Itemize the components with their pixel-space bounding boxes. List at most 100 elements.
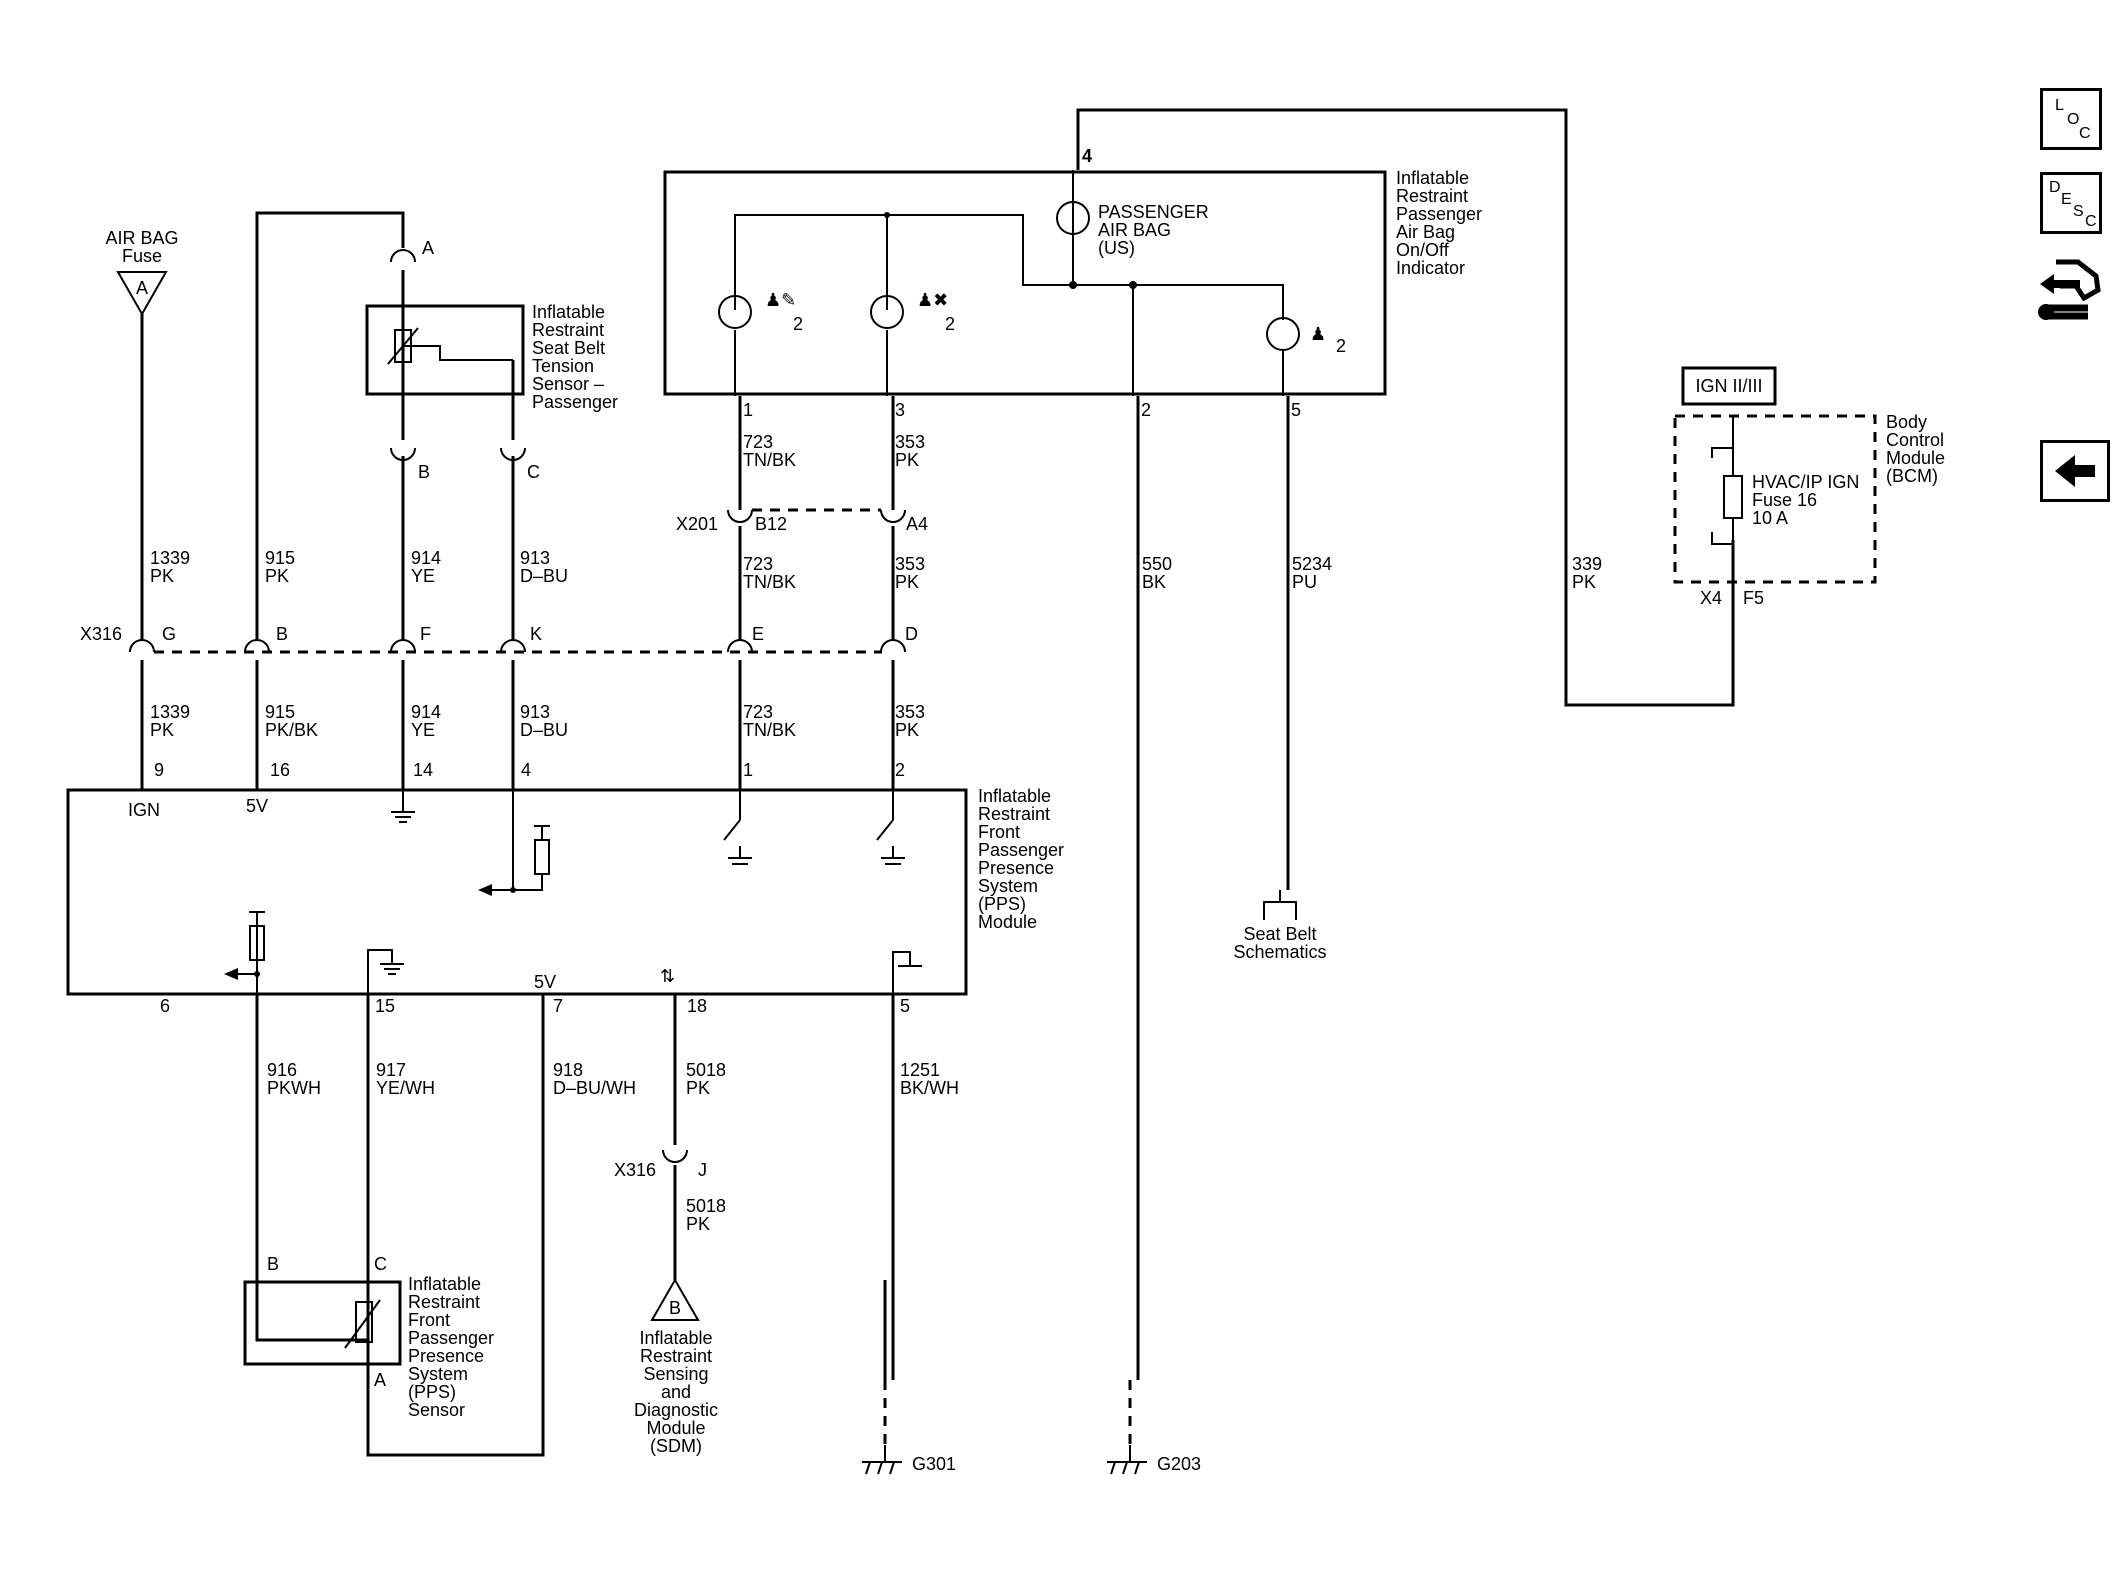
- tension-l1: Inflatable: [532, 302, 605, 322]
- svg-text:C: C: [374, 1254, 387, 1274]
- svg-text:J: J: [698, 1160, 707, 1180]
- svg-text:PKWH: PKWH: [267, 1078, 321, 1098]
- connector-x201: X201 B12 A4: [676, 508, 928, 534]
- sub-2b: 2: [945, 314, 955, 334]
- svg-text:Front: Front: [408, 1310, 450, 1330]
- bcm: IGN II/III Body Control Module (BCM) HVA…: [1673, 366, 1945, 608]
- svg-text:PK: PK: [895, 572, 919, 592]
- x201-pin-2: A4: [906, 514, 928, 534]
- svg-text:913: 913: [520, 548, 550, 568]
- svg-text:System: System: [978, 876, 1038, 896]
- svg-text:TN/BK: TN/BK: [743, 572, 796, 592]
- indicator-pin-3: 3: [895, 400, 905, 420]
- svg-text:TN/BK: TN/BK: [743, 720, 796, 740]
- 5v-label: 5V: [534, 972, 556, 992]
- pin-b-label: B: [418, 462, 430, 482]
- loc-l: L: [2055, 97, 2064, 114]
- svg-text:Module: Module: [978, 912, 1037, 932]
- lamp-label-1: PASSENGER: [1098, 202, 1209, 222]
- svg-text:16: 16: [270, 760, 290, 780]
- svg-text:914: 914: [411, 548, 441, 568]
- x201-name: X201: [676, 514, 718, 534]
- back-arrow-icon: [2055, 455, 2095, 487]
- svg-text:B: B: [267, 1254, 279, 1274]
- svg-text:5018: 5018: [686, 1196, 726, 1216]
- connector-x316-lower: X316 J 5018 PK: [614, 1149, 726, 1234]
- lamp-label-2: AIR BAG: [1098, 220, 1171, 240]
- air-bag-fuse: AIR BAG Fuse A: [105, 228, 179, 317]
- svg-text:PK: PK: [686, 1214, 710, 1234]
- svg-text:PK/BK: PK/BK: [265, 720, 318, 740]
- svg-text:913: 913: [520, 702, 550, 722]
- wire-num: 353: [895, 432, 925, 452]
- seatbelt-schematics-ref: Seat Belt Schematics: [1233, 890, 1327, 962]
- svg-text:BK/WH: BK/WH: [900, 1078, 959, 1098]
- lamp-label-3: (US): [1098, 238, 1135, 258]
- svg-text:339: 339: [1572, 554, 1602, 574]
- loc-o: O: [2067, 111, 2080, 128]
- svg-text:K: K: [530, 624, 542, 644]
- passenger-air-bag-indicator: 4 Inflatable Restraint Passenger Air Bag…: [663, 146, 1482, 420]
- svg-text:F5: F5: [1743, 588, 1764, 608]
- svg-text:A: A: [374, 1370, 386, 1390]
- svg-text:1251: 1251: [900, 1060, 940, 1080]
- svg-text:6: 6: [160, 996, 170, 1016]
- svg-text:PK: PK: [895, 720, 919, 740]
- svg-text:Inflatable: Inflatable: [978, 786, 1051, 806]
- x201-pin-1: B12: [755, 514, 787, 534]
- description-button[interactable]: D E S C: [2040, 172, 2102, 234]
- svg-text:1: 1: [743, 760, 753, 780]
- sub-2a: 2: [793, 314, 803, 334]
- loc-c: C: [2079, 125, 2091, 142]
- lamp-icon: [1266, 317, 1300, 351]
- svg-text:Control: Control: [1886, 430, 1944, 450]
- svg-text:BK: BK: [1142, 572, 1166, 592]
- svg-text:B: B: [669, 1298, 681, 1318]
- svg-text:918: 918: [553, 1060, 583, 1080]
- seatbelt-icon: ♟: [1310, 324, 1326, 344]
- location-button[interactable]: L O C: [2040, 88, 2102, 150]
- indicator-l2: Restraint: [1396, 186, 1468, 206]
- svg-text:15: 15: [375, 996, 395, 1016]
- svg-text:18: 18: [687, 996, 707, 1016]
- indicator-l1: Inflatable: [1396, 168, 1469, 188]
- tension-l4: Tension: [532, 356, 594, 376]
- connector-tools-icon[interactable]: [2036, 250, 2106, 330]
- svg-text:Restraint: Restraint: [640, 1346, 712, 1366]
- tension-l5: Sensor –: [532, 374, 604, 394]
- svg-text:System: System: [408, 1364, 468, 1384]
- svg-text:915: 915: [265, 702, 295, 722]
- svg-text:X4: X4: [1700, 588, 1722, 608]
- svg-text:4: 4: [521, 760, 531, 780]
- svg-text:(PPS): (PPS): [408, 1382, 456, 1402]
- pin-c-label: C: [527, 462, 540, 482]
- connector-x316: X316 G B F K E D: [80, 624, 918, 654]
- indicator-pin-5: 5: [1291, 400, 1301, 420]
- tension-l2: Restraint: [532, 320, 604, 340]
- svg-text:G301: G301: [912, 1454, 956, 1474]
- back-button[interactable]: [2040, 440, 2110, 502]
- svg-text:D: D: [905, 624, 918, 644]
- svg-text:916: 916: [267, 1060, 297, 1080]
- lamp-icon: [870, 295, 904, 329]
- svg-text:Seat Belt: Seat Belt: [1243, 924, 1316, 944]
- svg-text:Sensing: Sensing: [643, 1364, 708, 1384]
- svg-text:X316: X316: [614, 1160, 656, 1180]
- svg-text:Inflatable: Inflatable: [408, 1274, 481, 1294]
- svg-text:10 A: 10 A: [1752, 508, 1788, 528]
- indicator-l4: Air Bag: [1396, 222, 1455, 242]
- svg-text:PK: PK: [150, 720, 174, 740]
- sdm-reference: B Inflatable Restraint Sensing and Diagn…: [634, 1277, 718, 1456]
- svg-text:914: 914: [411, 702, 441, 722]
- svg-text:(BCM): (BCM): [1886, 466, 1938, 486]
- svg-text:YE: YE: [411, 720, 435, 740]
- svg-text:Fuse 16: Fuse 16: [1752, 490, 1817, 510]
- airbag-on-icon: ♟✎: [765, 290, 796, 310]
- svg-text:Passenger: Passenger: [978, 840, 1064, 860]
- svg-text:HVAC/IP IGN: HVAC/IP IGN: [1752, 472, 1859, 492]
- svg-text:1339: 1339: [150, 548, 190, 568]
- pps-module: 9 16 14 4 1 2 IGN 5V 5V Inflatable Restr…: [66, 760, 1064, 1016]
- svg-text:Presence: Presence: [408, 1346, 484, 1366]
